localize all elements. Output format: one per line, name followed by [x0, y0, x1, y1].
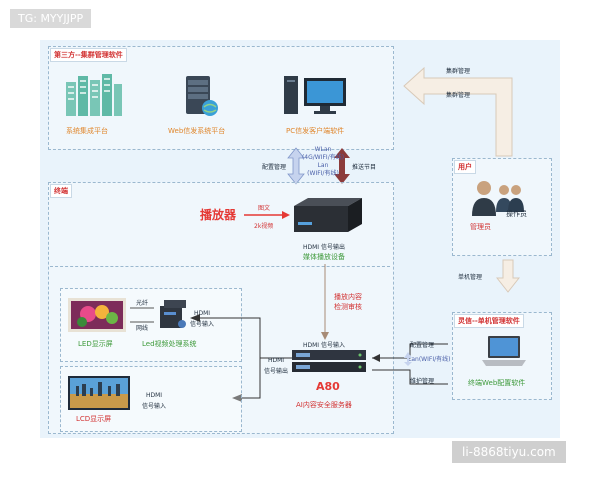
led-video-label: Led视频处理系统	[142, 340, 197, 348]
web-platform-label: Web信发系统平台	[168, 127, 226, 135]
media-player-device-icon	[294, 198, 362, 232]
led-screen-label: LED显示屏	[78, 340, 113, 348]
config-mgmt-label: 配置管理	[262, 164, 287, 171]
user-title: 用户	[454, 160, 476, 174]
hdmi-in-lcd-label-2: 信号输入	[142, 403, 167, 410]
watermark-bottom: li-8868tiyu.com	[452, 441, 566, 463]
wlan-label: WLan	[314, 146, 332, 153]
fiber-network-lines	[130, 307, 154, 323]
wlan-sub-label: (4G/WIFI/有线)	[301, 154, 345, 161]
hdmi-in-lcd-label-1: HDMI	[146, 392, 163, 399]
media-device-label: 媒体播放设备	[303, 253, 345, 261]
a80-server-icon	[292, 350, 366, 372]
lan-arrow	[404, 352, 412, 366]
text-label: 图文	[258, 205, 271, 212]
laptop-icon	[482, 336, 526, 366]
device-to-a80-arrow	[321, 264, 329, 340]
player-arrow	[244, 211, 290, 219]
video-label: 2k视频	[254, 223, 274, 230]
network-labels: WLan (4G/WIFI/有线) Lan (WIFI/有线)	[300, 146, 346, 178]
config-zone-title: 灵信--单机管理软件	[454, 314, 524, 328]
maint-mgmt-label: 维护管理	[410, 378, 435, 385]
network-cable-label: 网线	[136, 325, 149, 332]
single-mgmt-arrow	[496, 259, 520, 293]
hdmi-in-a80-label: HDMI 信号输入	[303, 342, 345, 349]
terminal-divider	[50, 266, 390, 267]
a80-sub-label: AI内容安全服务器	[296, 401, 352, 409]
pc-icon	[284, 76, 346, 114]
pc-client-label: PC信发客户端软件	[286, 127, 345, 135]
admin-label: 管理员	[470, 223, 491, 231]
cluster-arrow	[403, 66, 513, 157]
single-mgmt-label: 单机管理	[458, 274, 483, 281]
lan-label: Lan	[317, 162, 329, 169]
a80-label: A80	[316, 380, 340, 393]
third-party-title: 第三方--集群管理软件	[50, 48, 127, 62]
cluster-mgmt-label-2: 集群管理	[446, 92, 471, 99]
config-software-label: 终端Web配置软件	[468, 379, 526, 387]
led-video-processor-icon	[160, 300, 186, 328]
lcd-screen-label: LCD显示屏	[76, 415, 112, 423]
player-label: 播放器	[200, 208, 237, 222]
fiber-label: 光纤	[136, 300, 149, 307]
lan-sub-label: (WIFI/有线)	[307, 170, 339, 177]
system-integration-label: 系统集成平台	[66, 127, 108, 135]
push-program-label: 推送节目	[352, 164, 377, 171]
hdmi-out-top-label: HDMI 信号输出	[303, 244, 345, 251]
a80-config-lines	[372, 343, 448, 385]
content-review-label-2: 检测审核	[334, 303, 362, 311]
users-icon	[472, 181, 524, 216]
building-icon	[66, 74, 122, 116]
watermark-top: TG: MYYJJPP	[10, 9, 92, 28]
led-screen-icon	[68, 298, 126, 332]
hdmi-output-lines	[190, 314, 294, 402]
operator-label: 操作员	[506, 210, 527, 218]
hdmi-out-a80-label-1: HDMI	[268, 357, 285, 364]
hdmi-in-led-label-2: 信号输入	[190, 321, 215, 328]
cluster-mgmt-label-1: 集群管理	[446, 68, 471, 75]
hdmi-out-a80-label-2: 信号输出	[264, 368, 289, 375]
server-icon	[186, 76, 218, 116]
content-review-label-1: 播放内容	[334, 293, 362, 301]
hdmi-in-led-label-1: HDMI	[194, 310, 211, 317]
terminal-title: 终端	[50, 184, 72, 198]
config-mgmt2-label: 配置管理	[410, 342, 435, 349]
lcd-screen-icon	[68, 376, 130, 410]
sync-arrows	[287, 147, 350, 185]
lan-wifi-label: Lan(WIFI/有线)	[408, 356, 451, 363]
